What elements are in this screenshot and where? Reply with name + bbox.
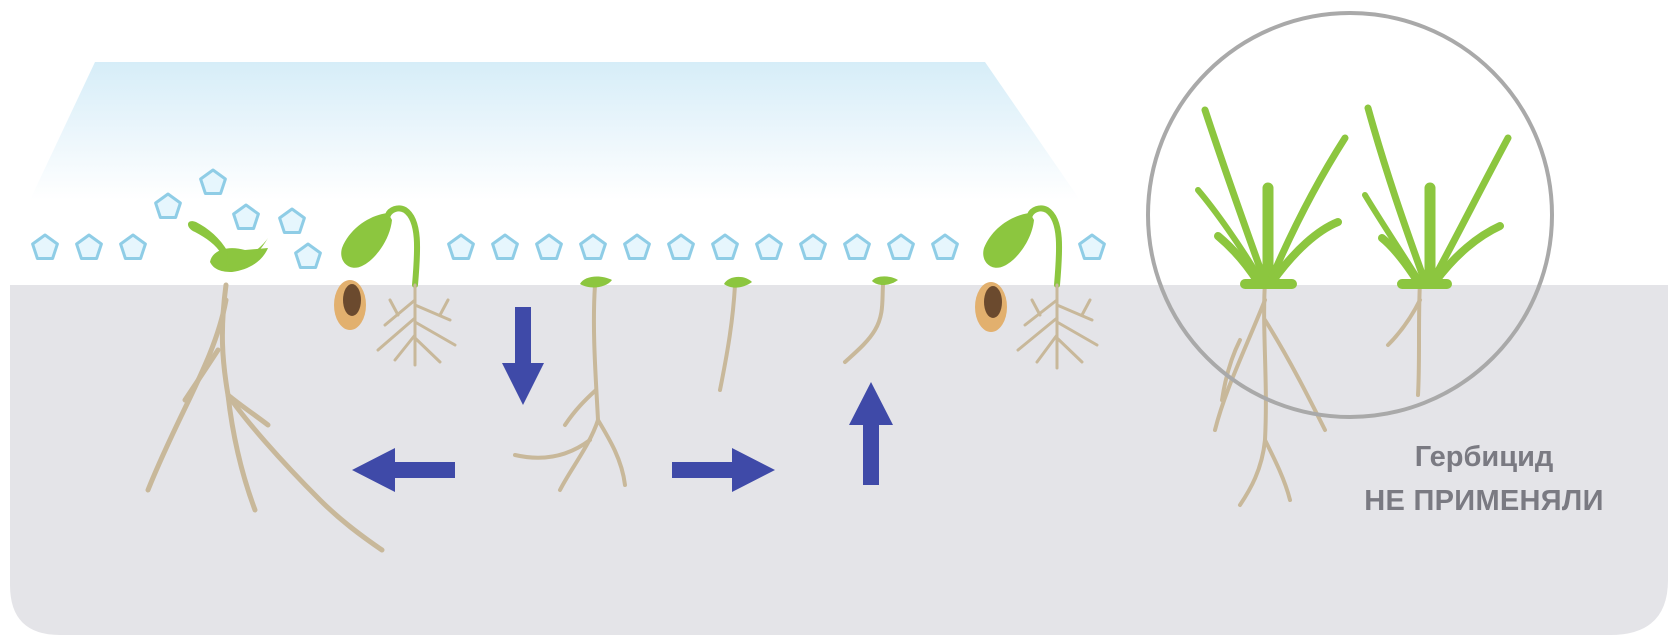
pentagon-icon [1080,235,1105,259]
pentagon-icon [845,235,870,259]
pentagon-icon [933,235,958,259]
pentagon-icon [493,235,518,259]
herbicide-layer [30,62,1080,200]
pentagon-icon [77,235,102,259]
pentagon-icon [889,235,914,259]
pentagon-icon [449,235,474,259]
caption-herbicide: Гербицид [1300,443,1668,472]
pentagon-icon [280,209,305,233]
pentagon-icon [625,235,650,259]
pentagon-icon [234,205,259,229]
pentagon-icon [713,235,738,259]
pentagon-icon [801,235,826,259]
pentagon-icon [121,235,146,259]
pentagon-icon [757,235,782,259]
pentagon-icon [33,235,58,259]
caption-not-applied: НЕ ПРИМЕНЯЛИ [1300,487,1668,516]
pentagon-icon [669,235,694,259]
pentagon-icon [537,235,562,259]
pentagon-icon [296,244,321,268]
pentagon-icon [581,235,606,259]
plant-damaged-1-leaves [188,221,268,272]
